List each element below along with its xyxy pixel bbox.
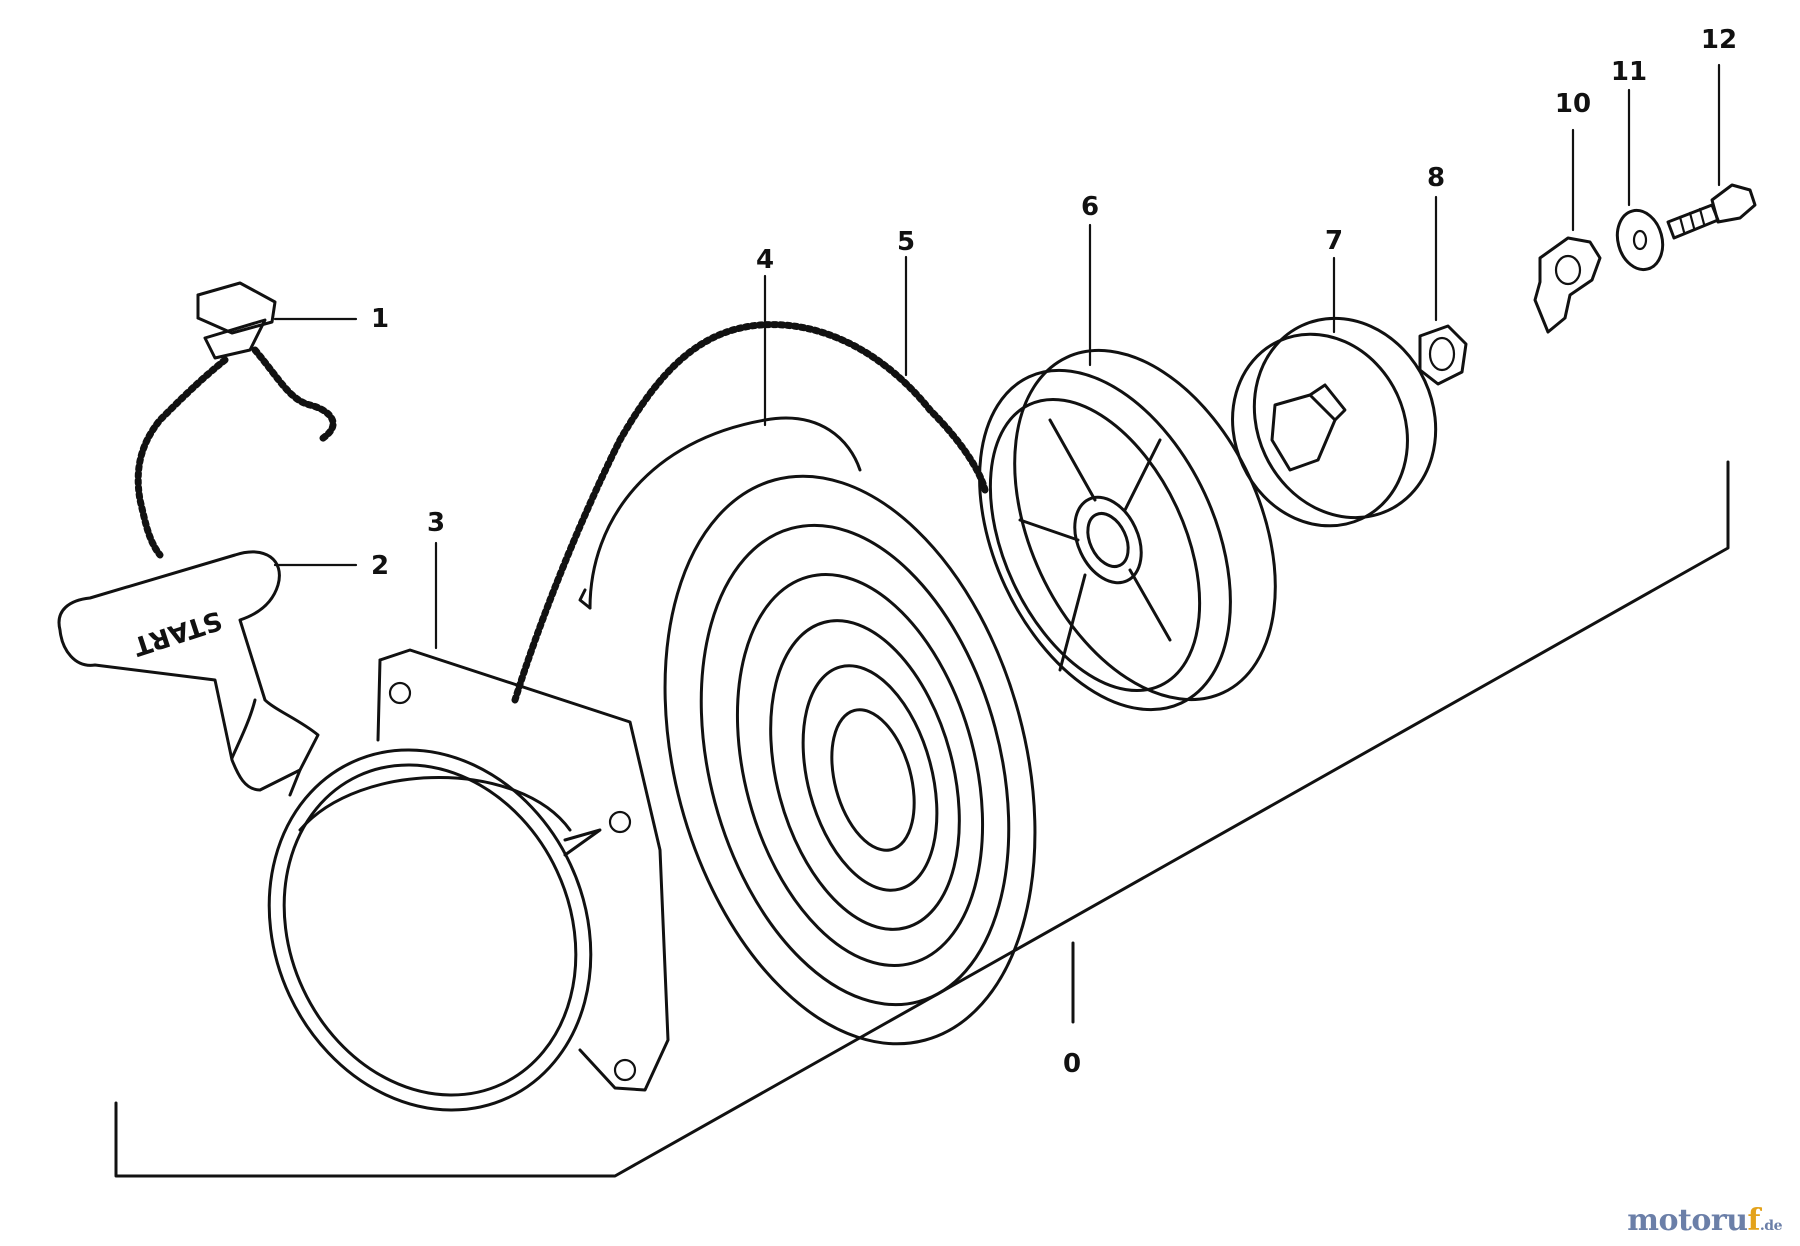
callout-7: 7 — [1325, 226, 1343, 256]
part-5-starter-rope — [511, 255, 989, 704]
handle-start-text: START — [129, 604, 225, 661]
callout-6: 6 — [1081, 192, 1099, 222]
watermark-suffix: .de — [1759, 1218, 1783, 1234]
part-10-star-washer — [1533, 128, 1602, 334]
callout-0: 0 — [1063, 1049, 1081, 1079]
watermark-main: motoru — [1627, 1203, 1748, 1238]
watermark-accent: f — [1747, 1203, 1761, 1238]
callout-12: 12 — [1701, 25, 1737, 55]
part-7-ratchet — [1231, 256, 1438, 528]
part-12-bolt — [1666, 63, 1757, 240]
part-1-cord-clip — [134, 281, 358, 559]
part-3-starter-housing — [267, 541, 670, 1112]
callout-8: 8 — [1427, 163, 1445, 193]
part-8-nut — [1418, 195, 1468, 386]
part-4-recoil-spring — [578, 274, 1037, 1046]
callout-11: 11 — [1611, 57, 1647, 87]
callout-5: 5 — [897, 227, 915, 257]
callout-1: 1 — [371, 304, 389, 334]
assembly-bracket — [114, 460, 1730, 1178]
callout-4: 4 — [756, 245, 774, 275]
part-2-starter-handle: START — [57, 550, 358, 797]
callout-10: 10 — [1555, 89, 1591, 119]
part-6-rope-pulley — [978, 223, 1277, 712]
callout-2: 2 — [371, 551, 389, 581]
callout-3: 3 — [427, 508, 445, 538]
watermark-logo: motoruf.de — [1627, 1203, 1782, 1238]
part-11-flat-washer — [1615, 88, 1665, 272]
